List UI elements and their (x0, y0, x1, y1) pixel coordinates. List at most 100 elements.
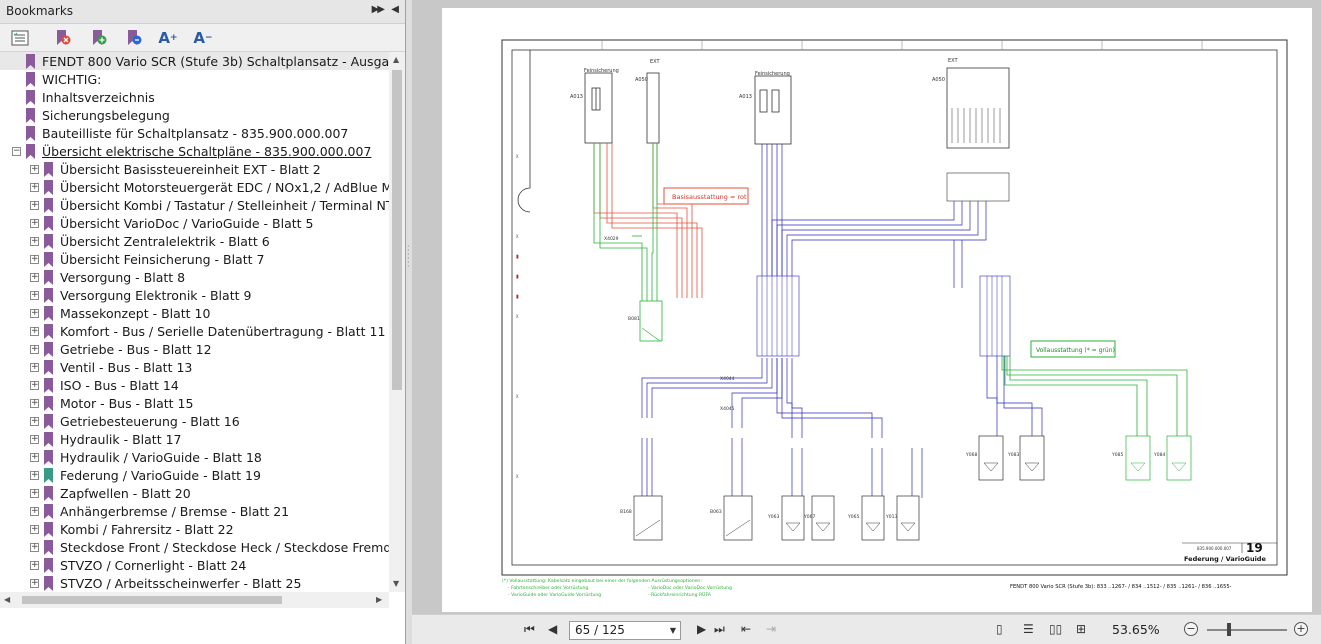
bookmark-item[interactable]: Inhaltsverzeichnis (0, 88, 389, 106)
splitter-grip-icon[interactable]: ······ (407, 242, 410, 271)
bookmark-item[interactable]: + Übersicht Motorsteuergerät EDC / NOx1,2… (0, 178, 389, 196)
svg-text:X: X (516, 474, 519, 479)
bookmark-item[interactable]: + Komfort - Bus / Serielle Datenübertragu… (0, 322, 389, 340)
collapse-panel-icon[interactable]: ▶▶ (371, 4, 385, 15)
last-page-icon[interactable]: ⏭ (714, 622, 725, 636)
expand-icon[interactable]: + (30, 163, 39, 174)
bookmark-flag-icon (26, 53, 35, 69)
bookmark-item[interactable]: +Steckdose Front / Steckdose Heck / Stec… (0, 538, 389, 556)
decrease-font-icon[interactable]: A− (193, 29, 213, 47)
previous-page-icon[interactable]: ◀ (548, 622, 558, 636)
zoom-out-button[interactable]: − (1184, 622, 1198, 636)
continuous-view-icon[interactable]: ☰ (1023, 622, 1034, 636)
bookmark-item[interactable]: +Federung / VarioGuide - Blatt 19 (0, 466, 389, 484)
bookmark-item[interactable]: Sicherungsbelegung (0, 106, 389, 124)
bookmark-item[interactable]: +ISO - Bus - Blatt 14 (0, 376, 389, 394)
expand-icon[interactable]: + (30, 289, 39, 300)
expand-icon[interactable]: + (30, 361, 39, 372)
go-forward-icon[interactable]: ⇥ (766, 622, 777, 636)
expand-icon[interactable]: + (30, 181, 39, 192)
scroll-up-icon[interactable]: ▲ (393, 55, 400, 64)
bookmark-item[interactable]: +STVZO / Cornerlight - Blatt 24 (0, 556, 389, 574)
bookmark-item[interactable]: +Anhängerbremse / Bremse - Blatt 21 (0, 502, 389, 520)
expand-icon[interactable]: + (30, 415, 39, 426)
facing-view-icon[interactable]: ▯▯ (1049, 622, 1063, 636)
increase-font-icon[interactable]: A+ (158, 29, 178, 47)
expand-icon[interactable]: + (30, 451, 39, 462)
scroll-thumb[interactable] (22, 596, 282, 604)
y085-label: Y085 (1111, 452, 1123, 458)
expand-icon[interactable]: + (30, 199, 39, 210)
zoom-in-button[interactable]: + (1294, 622, 1308, 636)
expand-icon[interactable]: + (30, 271, 39, 282)
bookmark-item[interactable]: +Getriebe - Bus - Blatt 12 (0, 340, 389, 358)
collapse-icon[interactable]: − (12, 145, 21, 156)
bookmark-item[interactable]: WICHTIG: (0, 70, 389, 88)
bookmark-item[interactable]: +Kombi / Fahrersitz - Blatt 22 (0, 520, 389, 538)
expand-icon[interactable]: + (30, 307, 39, 318)
go-back-icon[interactable]: ⇤ (741, 622, 752, 636)
bookmarks-horizontal-scrollbar[interactable]: ◀ ▶ (0, 592, 389, 608)
delete-bookmark-icon[interactable] (53, 28, 73, 48)
bookmark-item[interactable]: FENDT 800 Vario SCR (Stufe 3b) Schaltpla… (0, 52, 389, 70)
bookmark-item[interactable]: +Getriebesteuerung - Blatt 16 (0, 412, 389, 430)
bookmark-label: Hydraulik / VarioGuide - Blatt 18 (60, 449, 262, 465)
bookmark-properties-icon[interactable] (124, 28, 144, 48)
expand-icon[interactable]: + (30, 343, 39, 354)
bookmark-item[interactable]: − Übersicht elektrische Schaltpläne - 835… (0, 142, 389, 160)
first-page-icon[interactable]: ⏮ (524, 622, 535, 636)
bookmark-flag-icon (44, 539, 53, 555)
bookmark-item[interactable]: Bauteilliste für Schaltplansatz - 835.90… (0, 124, 389, 142)
bookmark-item[interactable]: +Übersicht Feinsicherung - Blatt 7 (0, 250, 389, 268)
zoom-slider-thumb[interactable] (1227, 623, 1231, 636)
scroll-down-icon[interactable]: ▼ (393, 579, 400, 588)
hide-panel-icon[interactable]: ◀ (391, 4, 399, 15)
bookmark-item[interactable]: +Übersicht Zentralelektrik - Blatt 6 (0, 232, 389, 250)
expand-icon[interactable]: + (30, 235, 39, 246)
bookmark-item[interactable]: +Hydraulik - Blatt 17 (0, 430, 389, 448)
expand-icon[interactable]: + (30, 397, 39, 408)
chevron-down-icon[interactable]: ▼ (669, 626, 676, 635)
new-bookmark-icon[interactable] (89, 28, 109, 48)
page-number-field[interactable]: 65 / 125 ▼ (569, 621, 681, 640)
expand-icon[interactable]: + (30, 505, 39, 516)
expand-icon[interactable]: + (30, 217, 39, 228)
bookmark-label: Übersicht elektrische Schaltpläne - 835.… (42, 143, 372, 159)
bookmarks-vertical-scrollbar[interactable]: ▲ ▼ (389, 52, 405, 592)
expand-icon[interactable]: + (30, 379, 39, 390)
expand-icon[interactable]: + (30, 523, 39, 534)
scroll-right-icon[interactable]: ▶ (376, 595, 383, 604)
expand-icon[interactable]: + (30, 541, 39, 552)
bookmark-item[interactable]: +STVZO / Arbeitsscheinwerfer - Blatt 25 (0, 574, 389, 592)
options-icon[interactable] (10, 28, 30, 48)
sheet-number: 19 (1246, 541, 1263, 555)
expand-icon[interactable]: + (30, 469, 39, 480)
bookmark-label: Übersicht Motorsteuergerät EDC / NOx1,2 … (60, 179, 389, 195)
bookmark-flag-icon (44, 431, 53, 447)
expand-icon[interactable]: + (30, 559, 39, 570)
bookmark-label: Komfort - Bus / Serielle Datenübertragun… (60, 323, 386, 339)
scroll-left-icon[interactable]: ◀ (4, 595, 11, 604)
bookmark-item[interactable]: +Versorgung - Blatt 8 (0, 268, 389, 286)
continuous-facing-view-icon[interactable]: ⊞ (1076, 622, 1087, 636)
bookmark-item[interactable]: +Ventil - Bus - Blatt 13 (0, 358, 389, 376)
expand-icon[interactable]: + (30, 253, 39, 264)
bookmark-item[interactable]: +Massekonzept - Blatt 10 (0, 304, 389, 322)
expand-icon[interactable]: + (30, 487, 39, 498)
expand-icon[interactable]: + (30, 325, 39, 336)
bookmark-item[interactable]: +Übersicht VarioDoc / VarioGuide - Blatt… (0, 214, 389, 232)
single-page-view-icon[interactable]: ▯ (996, 622, 1003, 636)
scroll-thumb[interactable] (392, 70, 402, 390)
bookmark-item[interactable]: +Übersicht Basissteuereinheit EXT - Blat… (0, 160, 389, 178)
next-page-icon[interactable]: ▶ (697, 622, 707, 636)
bookmark-item[interactable]: +Motor - Bus - Blatt 15 (0, 394, 389, 412)
bookmark-item[interactable]: + Hydraulik / VarioGuide - Blatt 18 (0, 448, 389, 466)
expand-icon[interactable]: + (30, 433, 39, 444)
expand-icon[interactable]: + (30, 577, 39, 588)
bookmark-item[interactable]: +Versorgung Elektronik - Blatt 9 (0, 286, 389, 304)
zoom-slider[interactable] (1207, 629, 1287, 631)
panel-splitter[interactable]: ······ (406, 0, 412, 644)
bookmark-item[interactable]: +Übersicht Kombi / Tastatur / Stelleinhe… (0, 196, 389, 214)
bookmark-item[interactable]: +Zapfwellen - Blatt 20 (0, 484, 389, 502)
